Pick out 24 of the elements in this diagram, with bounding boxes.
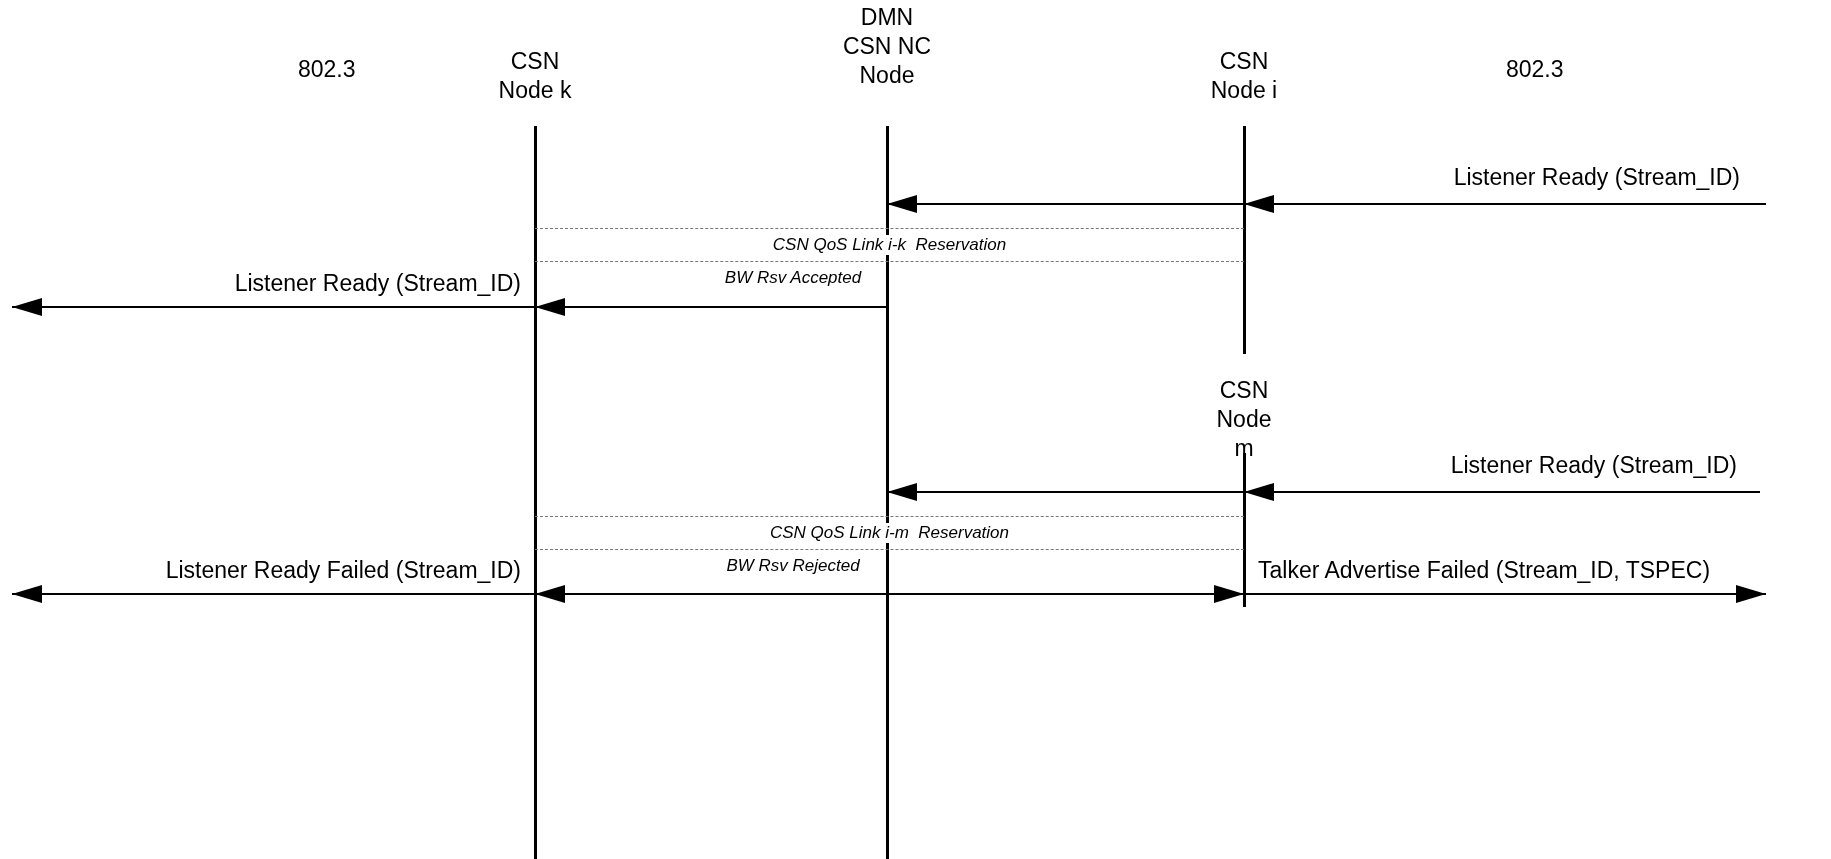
message-label: BW Rsv Accepted bbox=[724, 268, 862, 288]
lifeline-header: CSN Node k bbox=[497, 47, 573, 105]
arrow bbox=[11, 585, 536, 603]
arrow bbox=[1243, 483, 1761, 501]
reservation-band: CSN QoS Link i-m Reservation bbox=[535, 516, 1244, 550]
interface-label: 802.3 bbox=[1506, 56, 1564, 83]
arrow bbox=[886, 195, 1245, 213]
arrow bbox=[11, 298, 536, 316]
message-label: BW Rsv Rejected bbox=[726, 556, 860, 576]
message-label: Listener Ready (Stream_ID) bbox=[1453, 164, 1740, 190]
arrow bbox=[1243, 585, 1767, 603]
message-label: Talker Advertise Failed (Stream_ID, TSPEC) bbox=[1258, 557, 1711, 583]
lifeline-header: CSN Node i bbox=[1209, 47, 1279, 105]
message-label: Listener Ready (Stream_ID) bbox=[234, 270, 521, 296]
arrow bbox=[886, 585, 1245, 603]
arrow bbox=[534, 298, 888, 316]
message-label: Listener Ready Failed (Stream_ID) bbox=[165, 557, 521, 583]
arrow bbox=[534, 585, 888, 603]
arrow bbox=[886, 483, 1245, 501]
lifeline-header: DMN CSN NC Node bbox=[841, 3, 933, 90]
arrow bbox=[1243, 195, 1767, 213]
interface-label: 802.3 bbox=[298, 56, 356, 83]
message-label: Listener Ready (Stream_ID) bbox=[1450, 452, 1737, 478]
reservation-band: CSN QoS Link i-k Reservation bbox=[535, 228, 1244, 262]
